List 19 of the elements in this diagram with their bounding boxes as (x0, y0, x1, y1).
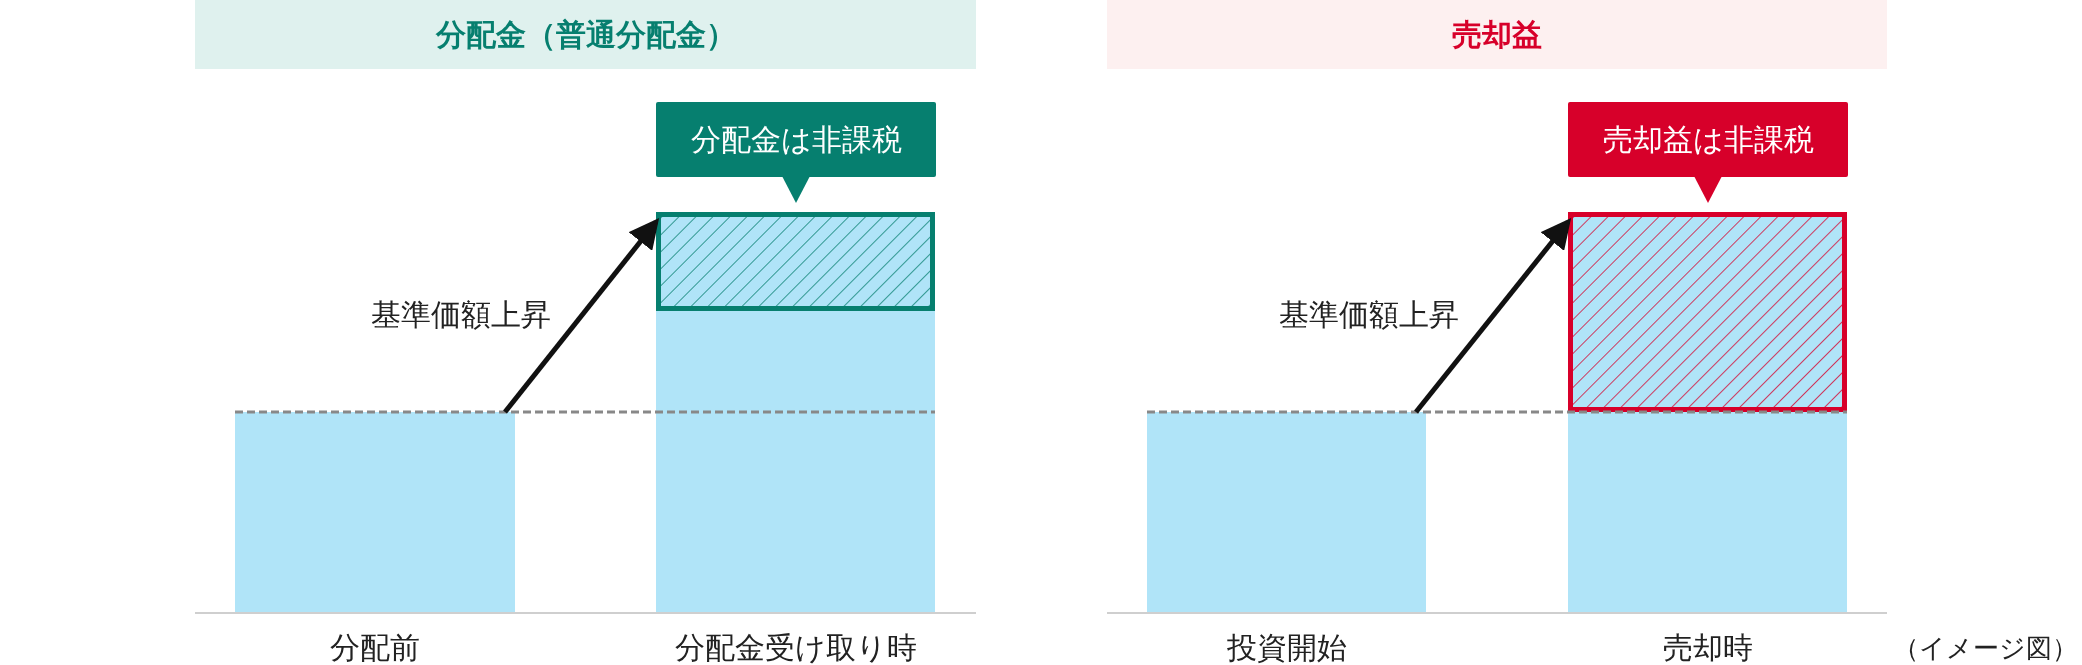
header-band: 売却益 (1107, 0, 1887, 69)
category-label: 分配前 (330, 630, 420, 665)
callout-text: 分配金は非課税 (690, 122, 902, 158)
category-label: 売却時 (1662, 630, 1753, 665)
note-text: （イメージ図） (1893, 631, 2078, 665)
value-bar (1568, 412, 1847, 613)
hatched-box (656, 212, 935, 311)
value-bar (656, 311, 935, 613)
hatched-box (1568, 212, 1847, 412)
value-bar (1147, 412, 1426, 613)
callout-box (1568, 102, 1848, 203)
callout-box (656, 102, 936, 203)
category-label: 分配金受け取り時 (674, 630, 917, 665)
callout-text: 売却益は非課税 (1602, 122, 1814, 158)
header-band: 分配金（普通分配金） (195, 0, 976, 69)
value-bar (235, 412, 515, 613)
category-label: 投資開始 (1226, 630, 1347, 665)
arrow (1414, 218, 1572, 414)
arrow (503, 218, 660, 414)
